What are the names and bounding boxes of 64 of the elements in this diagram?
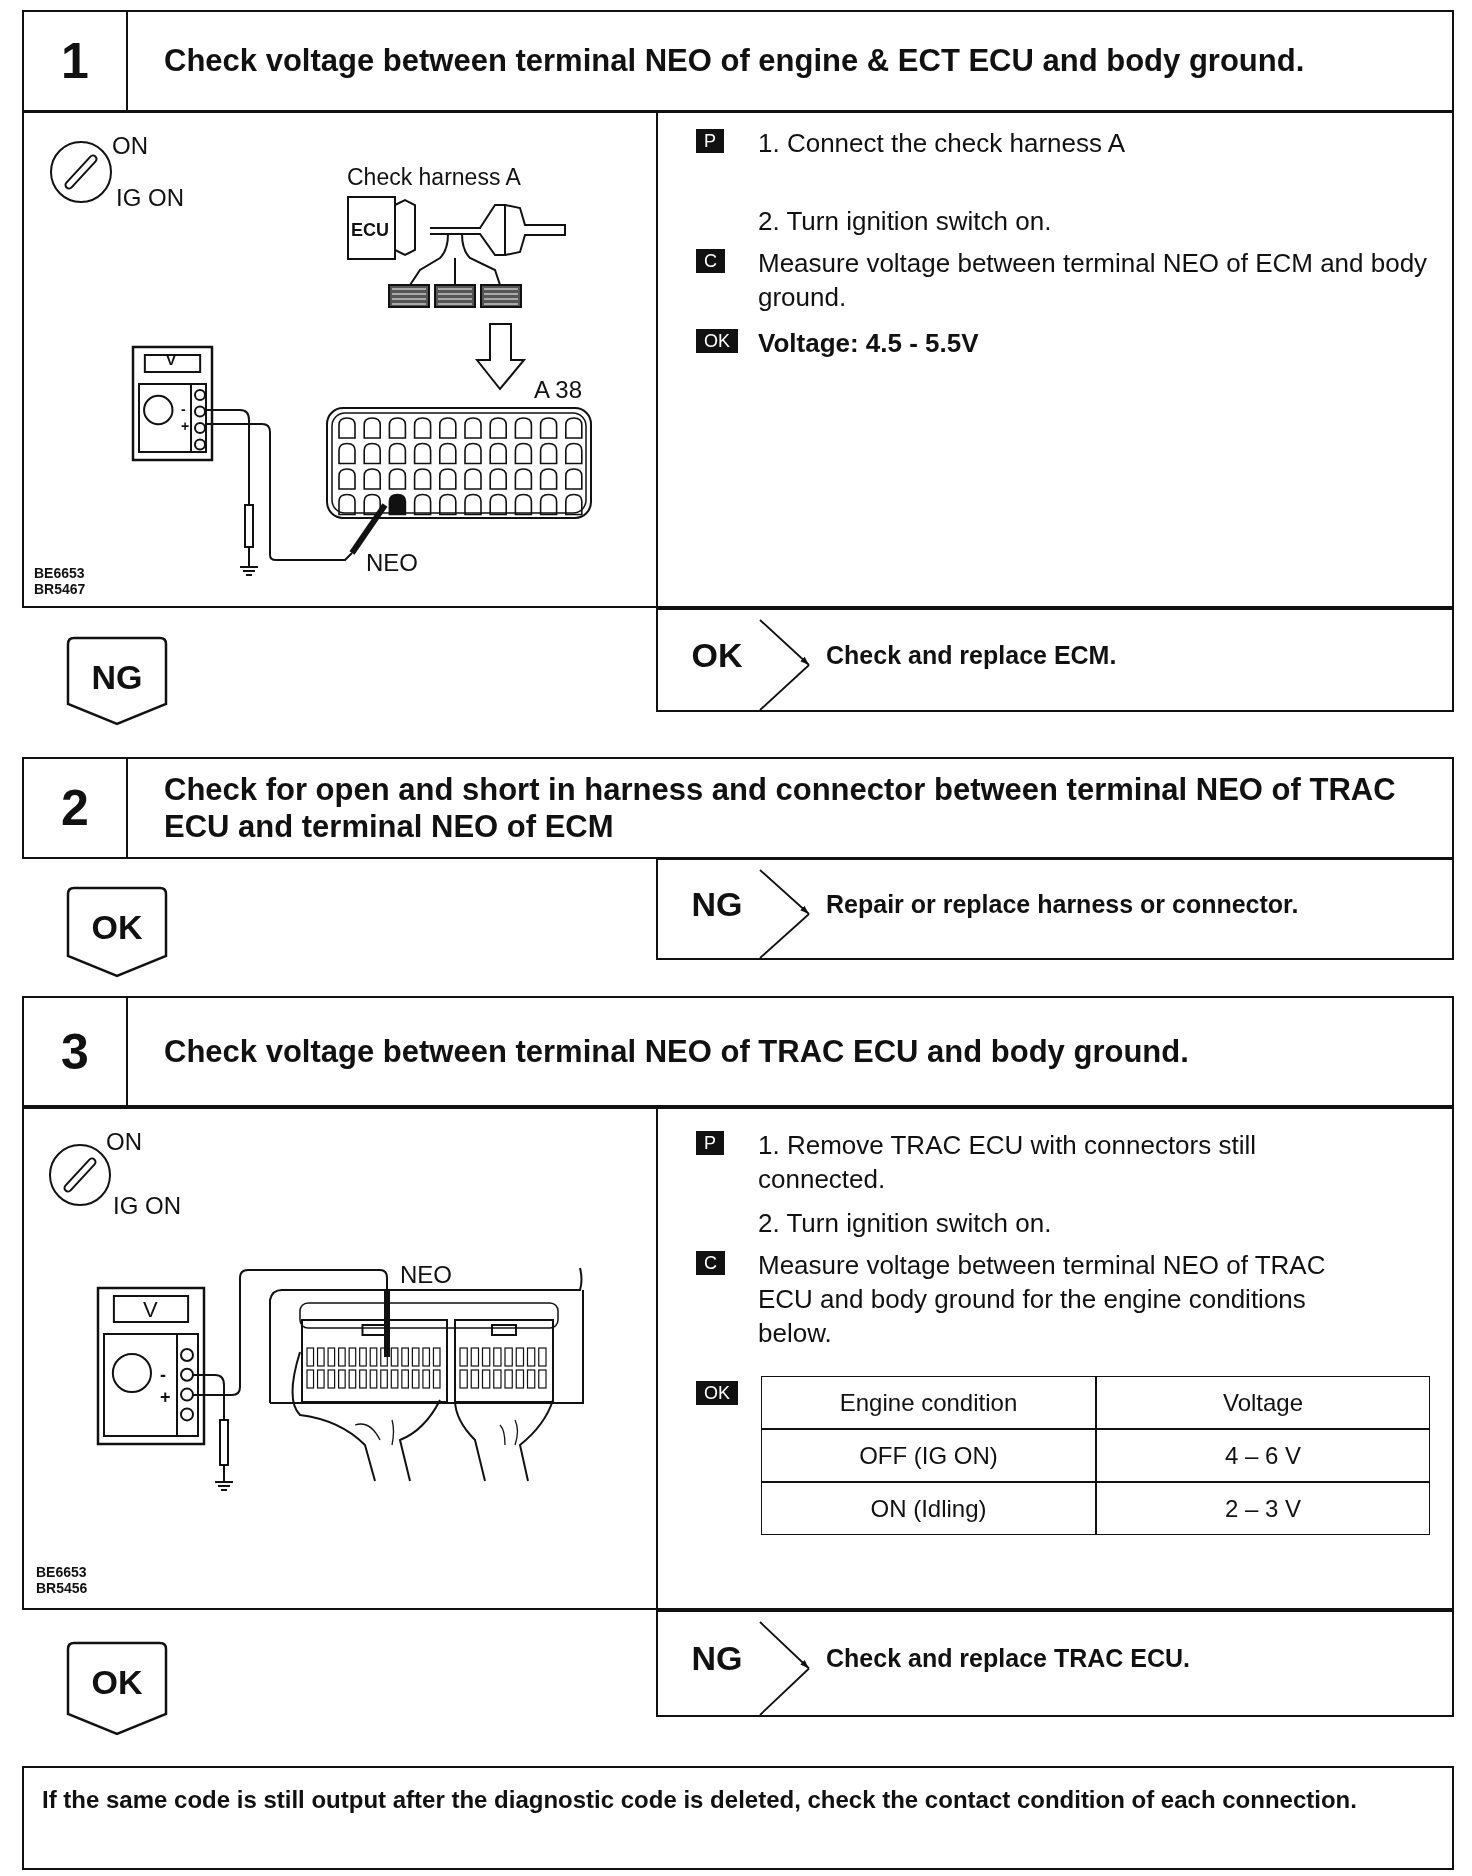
table-cell: OFF (IG ON) <box>761 1429 1096 1482</box>
step-number: 3 <box>24 998 128 1105</box>
procedure-badge: C <box>696 249 725 273</box>
figure-code: BE6653 <box>36 1565 87 1579</box>
action-text: Check and replace ECM. <box>806 610 1446 714</box>
terminal-sign: + <box>160 1388 171 1406</box>
table-header-cell: Engine condition <box>761 1376 1096 1429</box>
switch-position-label: IG ON <box>116 186 184 210</box>
result-box <box>656 1610 1454 1717</box>
instruction-text: Voltage: 4.5 - 5.5V <box>758 327 980 360</box>
instruction-text: 2. Turn ignition switch on. <box>758 1207 1053 1240</box>
outcome-tab: OK <box>66 886 168 978</box>
action-text: Repair or replace harness or connector. <box>806 860 1446 962</box>
instruction-text: Measure voltage between terminal NEO of ECM and body ground. <box>758 247 1429 314</box>
connector-label: A 38 <box>534 378 583 402</box>
instruction-panel <box>656 1107 1454 1610</box>
terminal-label: NEO <box>400 1263 452 1287</box>
instruction-text: 2. Turn ignition switch on. <box>758 205 1053 238</box>
ecu-label: ECU <box>351 221 389 239</box>
step-number: 2 <box>24 759 128 857</box>
switch-position-label: ON <box>112 134 148 158</box>
step-header <box>22 996 1454 1107</box>
procedure-badge: OK <box>696 329 738 353</box>
terminal-label: NEO <box>366 551 418 575</box>
table-cell: 2 – 3 V <box>1096 1482 1430 1535</box>
step-header <box>22 10 1454 112</box>
switch-position-label: IG ON <box>113 1194 181 1218</box>
outcome-label: NG <box>672 860 762 962</box>
step-number: 1 <box>24 12 128 110</box>
instruction-panel <box>656 111 1454 608</box>
step-title: Check for open and short in harness and connector between terminal NEO of TRAC ECU and terminal NEO of ECM <box>164 770 1397 846</box>
result-box <box>656 608 1454 712</box>
terminal-sign: - <box>181 402 186 416</box>
outcome-label: OK <box>672 610 762 714</box>
outcome-tab: NG <box>66 636 168 726</box>
table-cell: ON (Idling) <box>761 1482 1096 1535</box>
figure-code: BE6653 <box>34 566 85 580</box>
terminal-sign: + <box>181 419 190 433</box>
instruction-text: 1. Connect the check harness A <box>758 127 1127 160</box>
instruction-text: 1. Remove TRAC ECU with connectors still connected. <box>758 1129 1257 1196</box>
outcome-label: NG <box>672 1612 762 1719</box>
note-box: If the same code is still output after the diagnostic code is deleted, check the contact condition of each connection. <box>22 1766 1454 1870</box>
table-header-cell: Voltage <box>1096 1376 1430 1429</box>
meter-label: V <box>143 1299 158 1321</box>
step-header <box>22 757 1454 859</box>
chevron-arrow <box>759 619 810 711</box>
table-cell: 4 – 6 V <box>1096 1429 1430 1482</box>
action-text: Check and replace TRAC ECU. <box>806 1612 1446 1719</box>
chevron-arrow <box>759 869 810 959</box>
result-box <box>656 858 1454 960</box>
procedure-badge: C <box>696 1251 725 1275</box>
figure-code: BR5467 <box>34 582 86 596</box>
instruction-text: Measure voltage between terminal NEO of TRAC ECU and body ground for the engine conditions below. <box>758 1249 1327 1350</box>
procedure-badge: P <box>696 1131 724 1155</box>
procedure-badge: P <box>696 129 724 153</box>
procedure-badge: OK <box>696 1381 738 1405</box>
step-title: Check voltage between terminal NEO of engine & ECT ECU and body ground. <box>164 42 1306 80</box>
chevron-arrow <box>759 1621 810 1716</box>
terminal-sign: - <box>160 1366 166 1384</box>
harness-label: Check harness A <box>347 166 521 189</box>
step-title: Check voltage between terminal NEO of TRAC ECU and body ground. <box>164 1032 1190 1071</box>
outcome-tab: OK <box>66 1641 168 1736</box>
switch-position-label: ON <box>106 1130 142 1154</box>
figure-code: BR5456 <box>36 1581 88 1595</box>
